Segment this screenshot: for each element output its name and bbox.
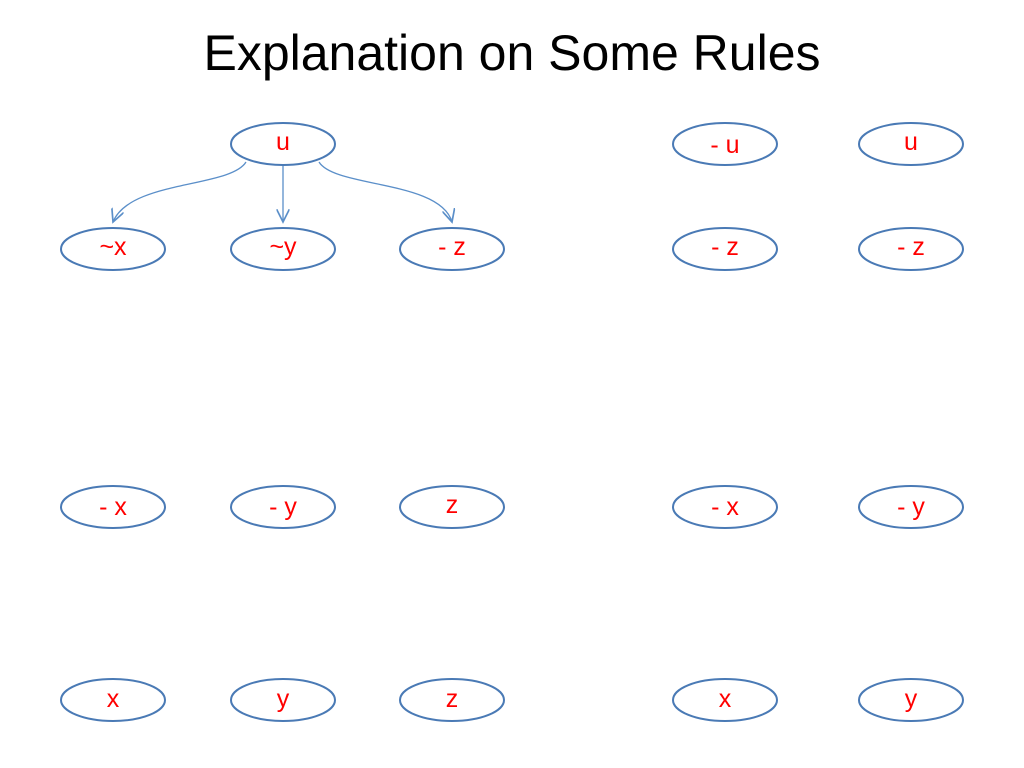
node-right-row3-2: y [858, 678, 964, 722]
node-left-row1-2: ~y [230, 227, 336, 271]
node-right-row0-2: u [858, 122, 964, 166]
node-left-row2-1: - x [60, 485, 166, 529]
node-left-row3-3: z [399, 678, 505, 722]
node-label: - y [269, 493, 297, 521]
node-label: u [276, 128, 290, 156]
node-right-row1-2: - z [858, 227, 964, 271]
node-label: - z [711, 233, 739, 261]
node-label: x [719, 685, 732, 713]
node-right-row2-2: - y [858, 485, 964, 529]
node-label: - x [99, 493, 127, 521]
slide-title: Explanation on Some Rules [203, 25, 821, 81]
node-right-row0-1: - u [672, 122, 778, 166]
node-left-row2-2: - y [230, 485, 336, 529]
node-label: - z [438, 233, 466, 261]
node-label: x [107, 685, 120, 713]
node-left-row1-1: ~x [60, 227, 166, 271]
node-left-row1-3: - z [399, 227, 505, 271]
node-root: u [230, 122, 336, 166]
node-right-row1-1: - z [672, 227, 778, 271]
node-label: y [905, 685, 918, 713]
node-label: - x [711, 493, 739, 521]
node-label: - u [710, 131, 739, 159]
arrow-u-to-minus-z [318, 161, 452, 222]
node-left-row3-1: x [60, 678, 166, 722]
node-label: y [277, 685, 290, 713]
node-label: z [446, 685, 459, 713]
node-label: u [904, 128, 918, 156]
node-left-row3-2: y [230, 678, 336, 722]
node-left-row2-3: z [399, 485, 505, 529]
node-label: - z [897, 233, 925, 261]
node-label: - y [897, 493, 925, 521]
node-label: ~y [269, 233, 297, 261]
arrow-u-to-not-x [113, 161, 247, 222]
node-label: ~x [99, 233, 127, 261]
node-right-row2-1: - x [672, 485, 778, 529]
node-label: z [446, 491, 459, 519]
node-right-row3-1: x [672, 678, 778, 722]
